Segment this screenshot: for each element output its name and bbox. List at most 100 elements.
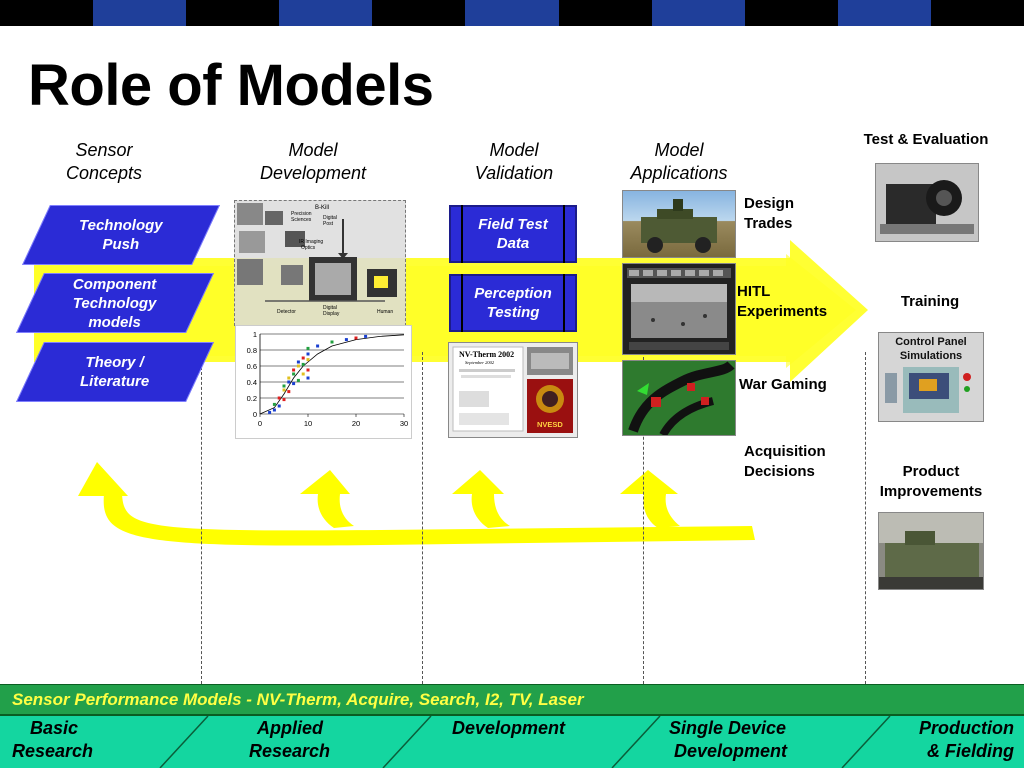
feedback-loop-bar (103, 494, 756, 546)
chart-y-tick-label: 0.4 (247, 378, 257, 387)
chart-point (330, 340, 334, 344)
chart-y-tick-label: 0 (253, 410, 257, 419)
top-stripe-segment (0, 0, 94, 26)
product-improvement-photo (878, 512, 984, 590)
chart-point (296, 360, 300, 364)
header-model-development: Model Development (259, 140, 367, 183)
chart-point (306, 376, 310, 380)
chart-point (301, 372, 305, 376)
top-stripe-segment (186, 0, 280, 26)
column-divider-3 (643, 352, 644, 684)
concept-box-theory-literature: Theory /Literature (16, 342, 214, 402)
chart-point (287, 380, 291, 384)
chart-fit-curve (259, 334, 405, 415)
chart-point (364, 334, 368, 338)
nvesd-logo: NVESD (537, 420, 563, 429)
top-stripe-bar (0, 0, 1024, 26)
chart-point (268, 410, 272, 414)
chart-y-tick-label: 0.2 (247, 394, 257, 403)
block-diagram-svg: B-Kill Precision Sciences Digital Post I… (237, 203, 397, 317)
chart-x-tick-label: 20 (352, 419, 360, 428)
chart-point (282, 398, 286, 402)
hitl-monitor-photo (622, 263, 736, 355)
label-detector: Detector (277, 309, 296, 315)
top-stripe-segment (93, 0, 187, 26)
chart-point (301, 362, 305, 366)
label-post: Post (323, 221, 334, 227)
chart-point (277, 396, 281, 400)
war-gaming-map-photo (622, 360, 736, 436)
nvtherm-date: September 2002 (465, 360, 495, 365)
stage-production-fielding: Production& Fielding (919, 718, 1014, 761)
nvtherm-title: NV-Therm 2002 (459, 350, 514, 359)
column-divider-2 (422, 352, 423, 684)
label-display: Display (323, 311, 340, 317)
column-divider-4 (865, 352, 866, 684)
label-precision: Precision (291, 211, 312, 217)
chart-y-tick-label: 0.8 (247, 346, 257, 355)
label-human: Human (377, 309, 393, 315)
label-digital-display: Digital (323, 305, 337, 311)
sensor-models-bar: Sensor Performance Models - NV-Therm, Ac… (0, 684, 1024, 716)
chart-point (296, 378, 300, 382)
column-divider-1 (201, 352, 202, 684)
chart-point (354, 336, 358, 340)
chart-point (292, 372, 296, 376)
chart-point (306, 346, 310, 350)
top-stripe-segment (837, 0, 931, 26)
chart-point (272, 402, 276, 406)
stage-development: Development (452, 718, 566, 738)
chart-y-tick-label: 0.6 (247, 362, 257, 371)
feedback-arrow-4 (620, 470, 680, 528)
chart-point (272, 408, 276, 412)
label-sciences: Sciences (291, 217, 312, 223)
label-optics: Optics (301, 245, 316, 251)
model-development-diagram: B-Kill Precision Sciences Digital Post I… (234, 200, 406, 326)
chart-point (306, 358, 310, 362)
chart-point (306, 352, 310, 356)
top-stripe-segment (744, 0, 838, 26)
chart-point (282, 388, 286, 392)
chart-point (306, 368, 310, 372)
app-label-war-gaming: War Gaming (739, 376, 827, 393)
sensor-models-text: Sensor Performance Models - NV-Therm, Ac… (12, 690, 584, 709)
chart-point (296, 364, 300, 368)
chart-point (292, 368, 296, 372)
label-ir-imaging: IR Imaging (299, 239, 323, 245)
top-stripe-segment (930, 0, 1024, 26)
chart-point (316, 344, 320, 348)
chart-point (287, 376, 291, 380)
top-stripe-segment (651, 0, 745, 26)
header-model-validation: Model Validation (474, 140, 554, 183)
chart-point (282, 384, 286, 388)
chart-point (292, 382, 296, 386)
top-stripe-segment (465, 0, 559, 26)
chart-point (301, 356, 305, 360)
top-stripe-segment (372, 0, 466, 26)
header-sensor-concepts: Sensor Concepts (65, 140, 143, 183)
test-eval-photo (875, 163, 979, 242)
header-model-applications: Model Applications (630, 140, 728, 183)
top-stripe-segment (279, 0, 373, 26)
label-training: Training (900, 293, 960, 310)
chart-x-tick-label: 30 (400, 419, 408, 428)
humvee-photo (622, 190, 736, 258)
label-bkill: B-Kill (315, 205, 329, 211)
feedback-arrowhead-1 (78, 462, 128, 496)
chart-x-tick-label: 0 (258, 419, 262, 428)
label-digital: Digital (323, 215, 337, 221)
chart-x-tick-label: 10 (304, 419, 312, 428)
